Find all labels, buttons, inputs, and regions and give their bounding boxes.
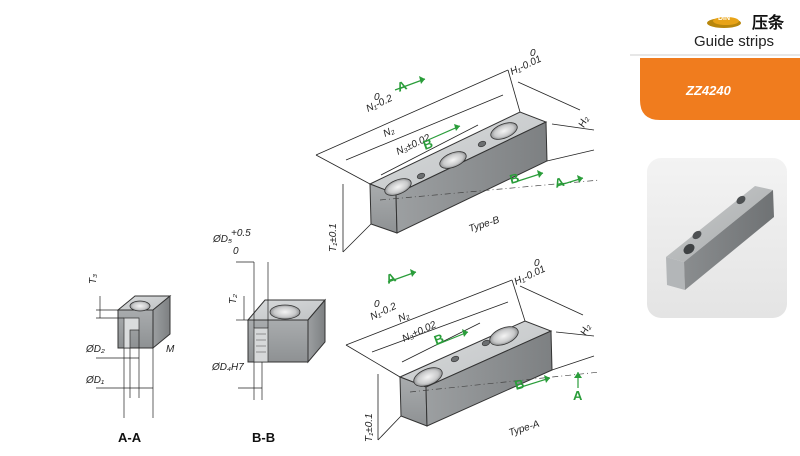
bb-d5-tol-bot: 0	[233, 246, 239, 257]
aa-caption: A-A	[118, 430, 142, 445]
bb-d5: ØD₅	[212, 234, 232, 245]
type-a-drawing: N₁-0.2 0 N₂ N₃±0.02 H₁-0.01 0 H₂ T₁±0.1 …	[345, 258, 601, 442]
aa-d1: ØD₁	[85, 375, 104, 386]
type-b-n1-sup: 0	[374, 92, 380, 103]
type-b-h2: H₂	[577, 114, 592, 129]
type-a-h2: H₂	[579, 322, 594, 337]
type-a-h1-sup: 0	[534, 258, 540, 269]
section-a-a: T₃ ØD₂ ØD₁ M A-A	[85, 274, 175, 445]
product-photo	[647, 158, 787, 318]
type-a-h1: H₁-0.01	[513, 264, 548, 288]
aa-d2: ØD₂	[85, 344, 105, 355]
type-b-drawing: N₁-0.2 0 N₂ N₃±0.02 H₁-0.01 0 H₂ T₁±0.1 …	[315, 48, 601, 253]
type-b-t1: T₁±0.1	[328, 223, 339, 252]
type-b-h1: H₁-0.01	[509, 54, 544, 78]
bb-d5-tol-top: +0.5	[231, 228, 251, 239]
product-code-banner	[640, 58, 800, 120]
section-b-b: ØD₅ +0.5 0 T₂ ØD₄H7 B-B	[211, 228, 327, 445]
type-b-label: Type-B	[468, 215, 502, 235]
svg-text:B: B	[513, 376, 526, 393]
type-b-section-b-right: B	[508, 170, 544, 187]
type-a-n2: N₂	[397, 310, 412, 325]
type-b-section-a-right: A	[553, 174, 584, 191]
type-a-n1-sup: 0	[374, 299, 380, 310]
title-en: Guide strips	[694, 33, 774, 50]
type-a-section-a-top: A	[384, 269, 417, 287]
svg-text:A: A	[553, 174, 567, 191]
type-b-n1: N₁-0.2	[365, 93, 395, 115]
title-cn: 压条	[752, 13, 785, 32]
svg-text:A: A	[573, 388, 583, 403]
bb-d4: ØD₄H7	[211, 362, 244, 373]
din-logo: DIN	[707, 15, 741, 28]
type-a-section-a-right: A	[573, 372, 583, 403]
type-a-label: Type-A	[508, 419, 542, 439]
type-b-h1-sup: 0	[530, 48, 536, 59]
right-panel: ZZ4240	[630, 54, 800, 318]
type-a-t1: T₁±0.1	[364, 413, 375, 442]
aa-m: M	[166, 344, 175, 355]
type-a-section-b-right: B	[513, 375, 551, 393]
type-b-holes	[384, 122, 518, 196]
type-b-section-a-top: A	[394, 76, 426, 95]
bb-caption: B-B	[252, 430, 275, 445]
din-logo-text: DIN	[718, 15, 730, 22]
type-a-n3: N₃±0.02	[401, 319, 439, 344]
type-a-holes	[413, 326, 519, 387]
aa-t3: T₃	[88, 274, 99, 284]
product-code: ZZ4240	[685, 83, 732, 98]
type-b-n2: N₂	[382, 125, 397, 140]
bb-t2: T₂	[228, 294, 239, 304]
header: DIN 压条 Guide strips	[694, 13, 785, 50]
svg-text:B: B	[508, 170, 521, 187]
svg-text:B: B	[432, 331, 446, 348]
svg-text:A: A	[384, 269, 399, 287]
